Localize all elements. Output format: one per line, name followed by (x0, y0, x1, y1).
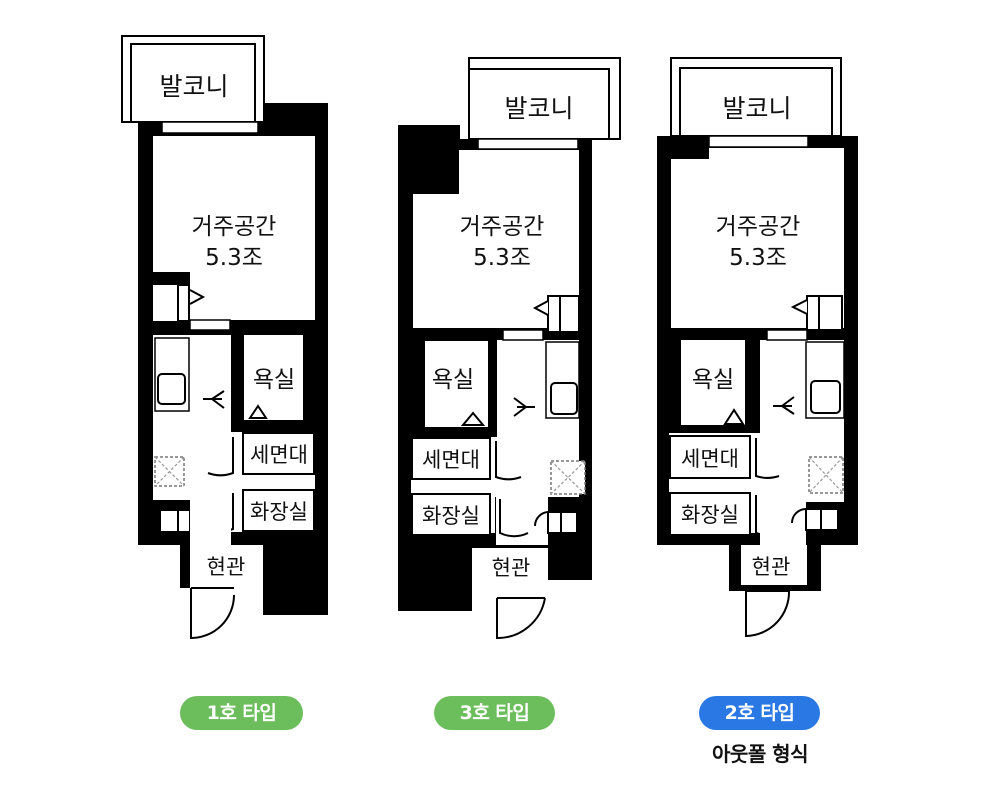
washstand-door (755, 438, 780, 479)
entry-door (745, 590, 791, 638)
entry-door (190, 587, 235, 640)
area-label: 5.3조 (473, 245, 531, 271)
living-room (153, 136, 315, 272)
closet (153, 285, 178, 321)
bath-label: 욕실 (432, 367, 474, 393)
entrance (472, 548, 548, 598)
closet-door-icon (790, 299, 808, 315)
washstand-label: 세면대 (250, 443, 308, 467)
washstand-door (207, 437, 234, 477)
bath-label: 욕실 (692, 367, 734, 393)
living-label: 거주공간 (716, 214, 801, 240)
bath-door-icon (248, 404, 268, 419)
closet (547, 295, 580, 333)
toilet-room (242, 489, 315, 532)
living-label: 거주공간 (460, 214, 545, 240)
washstand-label: 세면대 (422, 448, 480, 472)
washstand-room (242, 432, 315, 475)
entrance (190, 545, 263, 588)
balcony-label: 발코니 (722, 94, 791, 123)
washstand-room (411, 437, 491, 480)
sink-icon (157, 373, 186, 405)
floor-plan-type-3: 발코니 거주공간 5.3조 욕실 세면대 화장실 현관 (398, 57, 621, 640)
stove-icon (773, 396, 795, 415)
type-1-badge: 1호 타입 (180, 696, 303, 730)
floor-plan-type-2: 발코니 거주공간 5.3조 욕실 세면대 화장실 현관 (657, 57, 858, 638)
outpole-note: 아웃폴 형식 (712, 742, 808, 766)
toilet-label: 화장실 (250, 500, 308, 524)
stove-icon (513, 397, 535, 417)
entrance (741, 545, 807, 585)
floor-plan-type-1: 발코니 거주공간 5.3조 욕실 세면대 화장실 현관 (121, 35, 328, 640)
closet-door-icon (189, 289, 206, 305)
sink-icon (810, 380, 841, 414)
bath-room (244, 335, 303, 420)
toilet-room (411, 493, 491, 536)
entrance-label: 현관 (492, 556, 531, 580)
bath-door-icon (723, 408, 745, 425)
entrance-label: 현관 (207, 555, 246, 579)
window (161, 121, 259, 134)
window (708, 135, 809, 148)
bath-room (425, 341, 488, 427)
type-2-badge: 2호 타입 (699, 696, 820, 730)
washstand-label: 세면대 (681, 447, 739, 471)
entry-door (496, 597, 546, 640)
closet-door-icon (532, 300, 549, 316)
toilet-room (669, 492, 751, 536)
closet (806, 295, 843, 331)
balcony-label: 발코니 (159, 72, 228, 101)
living-label: 거주공간 (192, 214, 277, 240)
living-room-lower (190, 272, 315, 320)
entrance-label: 현관 (752, 555, 791, 579)
washstand-door (495, 441, 522, 481)
balcony-label: 발코니 (504, 94, 573, 123)
toilet-label: 화장실 (422, 504, 480, 528)
bath-label: 욕실 (253, 367, 295, 393)
stove-icon (203, 390, 225, 409)
washstand-room (669, 435, 751, 479)
toilet-label: 화장실 (681, 503, 739, 527)
area-label: 5.3조 (205, 245, 263, 271)
balcony (130, 43, 256, 123)
window (477, 138, 579, 150)
balcony (679, 67, 833, 137)
type-3-badge: 3호 타입 (434, 696, 555, 730)
bath-door-icon (460, 411, 486, 426)
sink-icon (550, 382, 578, 415)
area-label: 5.3조 (729, 245, 787, 271)
